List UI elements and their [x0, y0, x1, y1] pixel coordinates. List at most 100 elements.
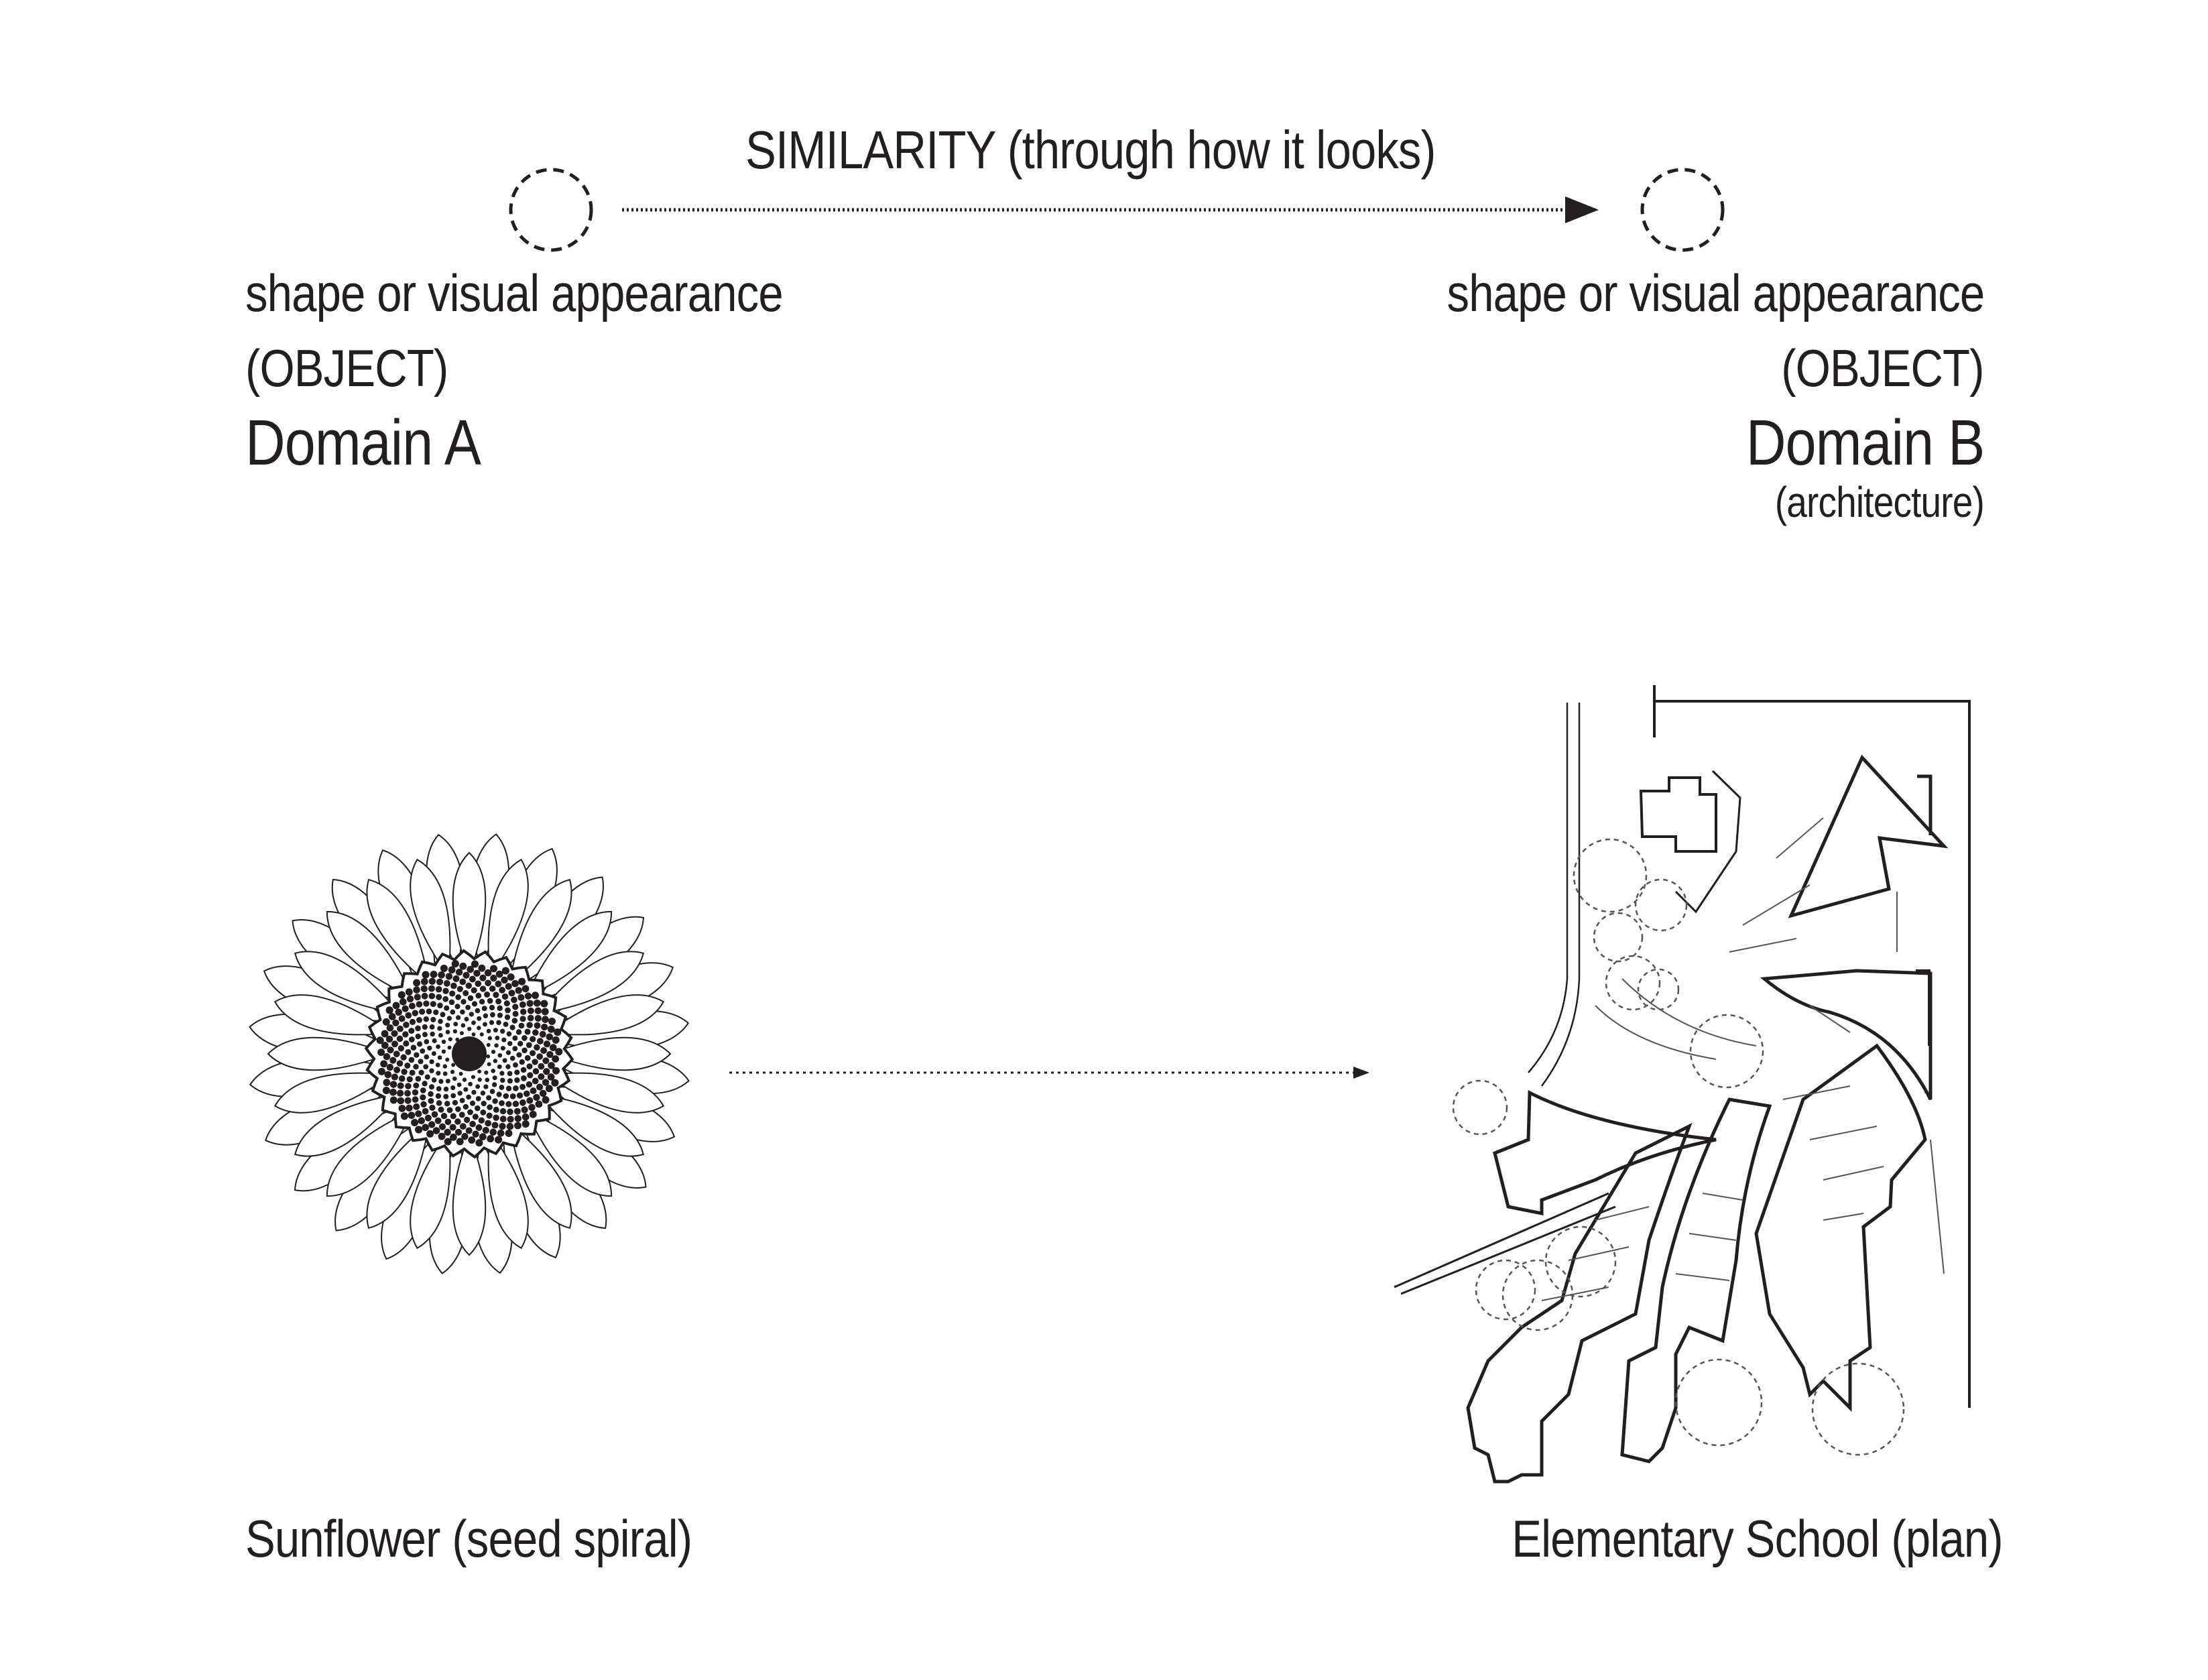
sunflower-petal	[537, 1093, 645, 1157]
sunflower-seed	[445, 1022, 450, 1028]
sunflower-seed	[537, 1038, 544, 1044]
sunflower-seed	[527, 1072, 534, 1079]
sunflower-seed	[386, 1063, 394, 1071]
sunflower-seed	[526, 1097, 534, 1104]
sunflower-seed	[499, 1107, 507, 1115]
sunflower-seed	[489, 1020, 495, 1025]
sunflower-seed	[512, 1010, 519, 1017]
sunflower-seed	[437, 1026, 442, 1031]
domain-b-title: Domain B	[1745, 407, 1984, 479]
sunflower-seed	[518, 977, 526, 985]
sunflower-seed	[503, 1021, 509, 1027]
sunflower-seed	[487, 1062, 491, 1067]
sunflower-seed	[408, 1036, 415, 1042]
sunflower-seed	[420, 1101, 427, 1108]
sunflower-seed	[384, 1071, 392, 1079]
sunflower-seed	[411, 1119, 419, 1126]
sunflower-seed	[401, 1069, 408, 1075]
sunflower-seed	[483, 1013, 489, 1019]
sunflower-seed	[534, 1022, 541, 1029]
sunflower-seed	[467, 965, 474, 973]
domain-a-title: Domain A	[245, 407, 481, 479]
sunflower-seed	[450, 982, 457, 989]
sunflower-seed	[434, 1117, 442, 1124]
sunflower-seed	[423, 1016, 430, 1022]
sunflower-seed	[452, 1029, 458, 1034]
sunflower-seed	[455, 1106, 461, 1112]
sunflower-seed	[387, 1046, 394, 1054]
sunflower-seed	[478, 964, 486, 972]
sunflower-seed	[552, 1036, 560, 1044]
sunflower-seed	[532, 1059, 538, 1065]
sunflower-seed	[493, 1028, 498, 1033]
sunflower-seed	[415, 1110, 422, 1118]
sunflower-seed	[513, 1085, 519, 1091]
sunflower-seed	[494, 1043, 499, 1048]
sunflower-petal	[410, 858, 451, 978]
sunflower-seed	[385, 1006, 393, 1014]
sunflower-petal	[524, 1109, 613, 1197]
sunflower-seed	[466, 1094, 471, 1100]
sunflower-seed	[436, 978, 444, 985]
sunflower-seed	[413, 979, 421, 987]
sunflower-seed	[475, 980, 482, 987]
sunflower-seed	[528, 1103, 536, 1112]
sunflower-seed	[495, 998, 502, 1005]
sunflower-seed	[475, 1008, 481, 1014]
plan-wall-east-bottom	[1916, 969, 1930, 1046]
sunflower-seed	[469, 1120, 476, 1128]
sunflower-seed	[426, 1130, 434, 1138]
sunflower-seed	[448, 1037, 452, 1042]
sunflower-seed	[423, 1064, 429, 1070]
sunflower-seed	[405, 1048, 412, 1055]
sunflower-seed	[468, 1136, 476, 1144]
sunflower-seed	[445, 1079, 450, 1084]
sunflower-seed	[458, 1071, 463, 1076]
sunflower-seed	[486, 1095, 492, 1101]
sunflower-seed	[404, 1089, 411, 1097]
sunflower-seed	[520, 1075, 527, 1081]
sunflower-seed	[493, 1059, 497, 1063]
sunflower-petal	[545, 1072, 665, 1114]
sunflower-seed	[430, 1016, 436, 1022]
sunflower-seed	[445, 1030, 450, 1034]
sunflower-seed	[472, 1130, 479, 1138]
sunflower-seed	[493, 992, 499, 998]
sunflower-seed	[422, 1081, 428, 1087]
tree	[1501, 1259, 1574, 1331]
sunflower-seed	[519, 1059, 525, 1065]
sunflower-seed	[501, 976, 508, 984]
sunflower-seed	[475, 992, 482, 999]
sunflower-seed	[522, 1035, 528, 1041]
similarity-label: SIMILARITY (through how it looks)	[745, 120, 1436, 180]
sunflower-seed	[392, 1019, 400, 1026]
sunflower-seed	[495, 1035, 500, 1040]
sunflower-seed	[463, 1103, 469, 1110]
plan-wall-east-top	[1917, 774, 1933, 835]
sunflower-seed	[539, 1089, 547, 1097]
sunflower-seed	[449, 990, 456, 997]
sunflower-petal	[487, 858, 529, 978]
sunflower-seed	[549, 1044, 557, 1051]
sunflower-seed	[552, 1055, 560, 1063]
sunflower-seed	[435, 1063, 440, 1068]
sunflower-seed	[443, 1093, 449, 1099]
sunflower-seed	[442, 996, 449, 1002]
sunflower-seed	[428, 1091, 434, 1097]
sunflower-seed	[393, 1067, 401, 1073]
sunflower-seed	[422, 1032, 428, 1038]
sunflower-seed	[452, 1099, 458, 1105]
sunflower-petal	[537, 951, 645, 1015]
sunflower-seed	[444, 1138, 452, 1146]
sunflower-seed	[414, 994, 421, 1001]
sunflower-seed	[438, 1032, 443, 1038]
sunflower-seed	[499, 987, 505, 994]
sunflower-seed	[519, 1083, 526, 1090]
sunflower-seed	[539, 1030, 546, 1038]
sunflower-seed	[420, 1094, 426, 1101]
sunflower-seed	[446, 1016, 452, 1021]
sunflower-seed	[405, 1083, 412, 1089]
sunflower-seed	[491, 1049, 496, 1055]
